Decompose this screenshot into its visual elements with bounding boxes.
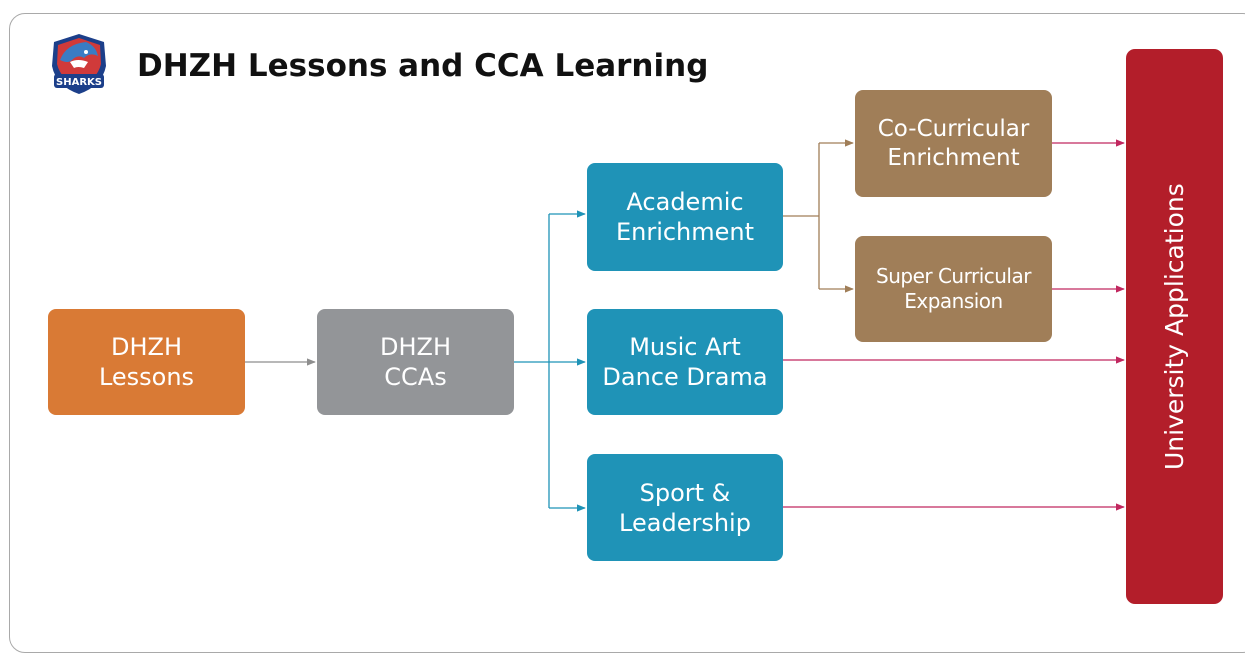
connector-lines — [245, 139, 1125, 512]
dhzh-lessons-label: DHZH Lessons — [98, 333, 195, 391]
university-applications-label: University Applications — [1159, 183, 1189, 470]
co-curricular-enrichment-label: Co-Curricular Enrichment — [877, 115, 1030, 171]
arrows-to-university — [783, 139, 1125, 511]
sport-leadership-box: Sport & Leadership — [587, 454, 783, 561]
arrows-academic-branches — [783, 139, 854, 293]
sport-leadership-label: Sport & Leadership — [619, 478, 751, 537]
university-applications-box: University Applications — [1126, 49, 1223, 604]
co-curricular-enrichment-box: Co-Curricular Enrichment — [855, 90, 1052, 197]
sharks-logo: SHARKS — [52, 34, 106, 94]
academic-enrichment-label: Academic Enrichment — [615, 188, 755, 246]
academic-enrichment-box: Academic Enrichment — [587, 163, 783, 271]
arrows-ccas-branches — [514, 210, 586, 512]
dhzh-ccas-box: DHZH CCAs — [317, 309, 514, 415]
svg-text:SHARKS: SHARKS — [56, 77, 102, 88]
music-art-dance-drama-label: Music Art Dance Drama — [602, 333, 768, 391]
page-title: DHZH Lessons and CCA Learning — [137, 48, 709, 84]
dhzh-lessons-box: DHZH Lessons — [48, 309, 245, 415]
dhzh-ccas-label: DHZH CCAs — [379, 333, 451, 391]
music-art-dance-drama-box: Music Art Dance Drama — [587, 309, 783, 415]
super-curricular-expansion-box: Super Curricular Expansion — [855, 236, 1052, 342]
super-curricular-expansion-label: Super Curricular Expansion — [876, 264, 1031, 313]
